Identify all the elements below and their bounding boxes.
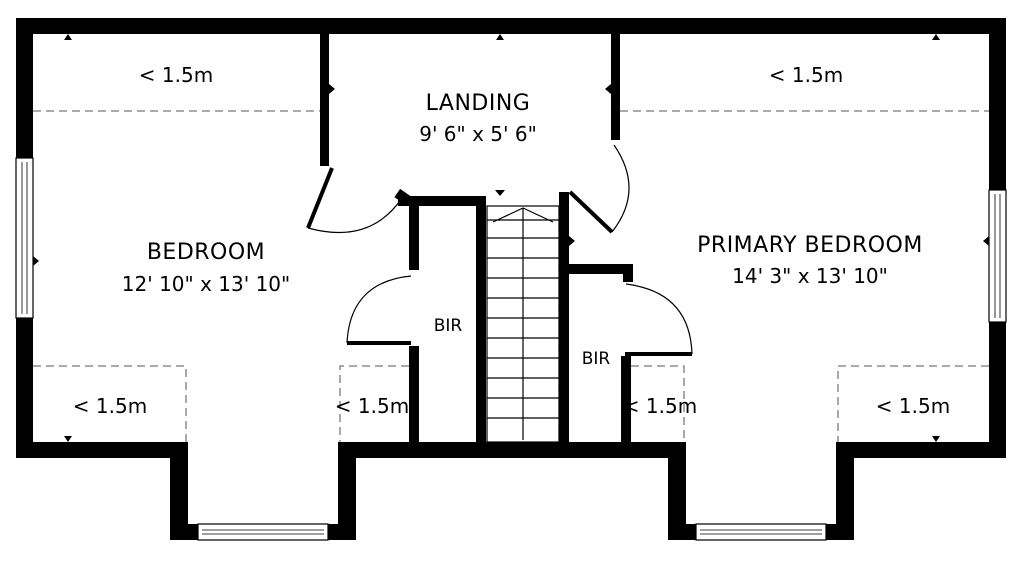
wall-markers [33,34,989,442]
note-bedroom-bottom-right: < 1.5m [335,394,409,418]
bedroom-dimensions: 12' 10" x 13' 10" [122,272,290,296]
wall-bir-right-stub [623,264,633,282]
landing-dimensions: 9' 6" x 5' 6" [419,122,537,146]
door-bedroom [306,167,412,234]
room-labels: LANDING 9' 6" x 5' 6" BEDROOM 12' 10" x … [122,91,923,369]
wall-bir-left-top [398,196,486,206]
window-right-bay [695,523,827,541]
window-left-bay [197,523,329,541]
primary-bedroom-name: PRIMARY BEDROOM [697,233,923,258]
bedroom-name: BEDROOM [147,240,265,265]
wall-left-bay-left [170,442,188,540]
note-primary-top: < 1.5m [769,63,843,87]
wall-bir-right-lower [621,356,631,442]
door-bir-right [625,283,693,356]
primary-bedroom-dimensions: 14' 3" x 13' 10" [732,264,888,288]
door-bir-left [346,275,412,345]
wall-landing-left [320,34,329,166]
window-right-wall [988,189,1007,323]
wall-bir-left-lower [409,346,419,442]
wall-stair-right [559,192,569,442]
bir-right-label: BIR [582,349,611,369]
note-bedroom-bottom-left: < 1.5m [73,394,147,418]
wall-stair-left [476,196,486,442]
note-primary-bottom-right: < 1.5m [876,394,950,418]
wall-landing-right [611,34,620,140]
windows [15,157,1007,541]
doors [306,144,693,356]
landing-name: LANDING [426,91,531,116]
wall-bottom-right [836,442,1006,458]
note-bedroom-top: < 1.5m [139,63,213,87]
wall-bir-right-top [559,264,633,274]
ceiling-height-lines [33,110,989,442]
bir-left-label: BIR [434,316,463,336]
wall-right-bay-right [836,442,854,540]
wall-left-bay-right [338,442,356,540]
window-left-wall [15,157,34,319]
wall-top [16,18,1006,34]
interior-walls [320,34,633,442]
outer-walls [16,18,1006,540]
wall-bottom-middle [338,442,686,458]
wall-bir-left-upper [409,196,419,270]
note-primary-bottom-left: < 1.5m [623,394,697,418]
ceiling-notes: < 1.5m < 1.5m < 1.5m < 1.5m < 1.5m < 1.5… [73,63,950,418]
wall-bottom-left [16,442,188,458]
wall-right-bay-left [668,442,686,540]
door-primary-bedroom [568,144,630,234]
staircase [486,205,560,443]
